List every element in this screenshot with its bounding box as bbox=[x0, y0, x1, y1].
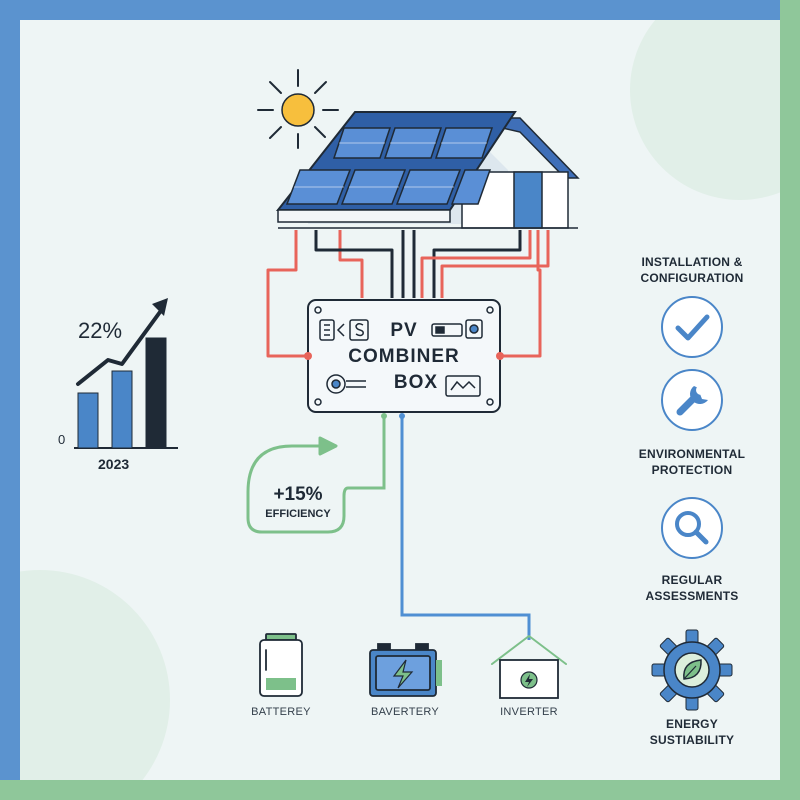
growth-percent-label: 22% bbox=[78, 318, 123, 343]
efficiency-bubble bbox=[246, 436, 349, 534]
house-door bbox=[513, 171, 543, 229]
chart-year-label: 2023 bbox=[98, 456, 130, 472]
charging-battery-icon bbox=[369, 643, 442, 697]
combiner-box bbox=[304, 299, 504, 413]
combiner-title-line3: BOX bbox=[393, 372, 439, 393]
wire-red-right-mid bbox=[420, 230, 532, 298]
wire-bundle bbox=[266, 230, 550, 358]
deco-circle-bottom-left bbox=[0, 570, 170, 800]
step-label-environmental: ENVIRONMENTAL PROTECTION bbox=[612, 446, 772, 478]
chart-bar bbox=[77, 392, 99, 449]
magnifier-icon bbox=[661, 497, 723, 559]
frame-top bbox=[0, 0, 800, 20]
efficiency-value: +15% bbox=[273, 484, 323, 505]
growth-chart bbox=[74, 298, 178, 449]
frame-left bbox=[0, 0, 20, 800]
device-label-inverter: INVERTER bbox=[500, 706, 558, 718]
step-label-line: REGULAR bbox=[661, 573, 723, 587]
device-label-battery: BATTEREY bbox=[251, 706, 311, 718]
switch-icon bbox=[445, 375, 481, 397]
home-inverter-icon bbox=[491, 635, 567, 699]
trend-arrow-head bbox=[152, 298, 168, 316]
wire-red-right-inner bbox=[440, 230, 550, 298]
wire-green-output bbox=[348, 414, 386, 490]
combiner-title-line1: PV bbox=[390, 320, 418, 341]
step-label-line: PROTECTION bbox=[651, 463, 733, 477]
battery-icon bbox=[259, 633, 303, 697]
wire-blue-output bbox=[400, 414, 531, 640]
breaker-icon bbox=[319, 319, 369, 341]
step-label-line: ENERGY bbox=[666, 717, 718, 731]
wire-red-left-outer bbox=[266, 230, 308, 358]
step-label-line: INSTALLATION & bbox=[641, 255, 743, 269]
wire-dark-4 bbox=[432, 230, 522, 298]
wrench-icon bbox=[661, 369, 723, 431]
terminal-icon bbox=[326, 374, 366, 394]
step-label-sustainability: ENERGY SUSTIABILITY bbox=[612, 716, 772, 748]
deco-circle-top-right bbox=[630, 0, 800, 200]
trend-arrow bbox=[76, 310, 162, 386]
step-label-line: ASSESSMENTS bbox=[645, 589, 739, 603]
chart-zero-label: 0 bbox=[58, 432, 66, 447]
checkmark-icon bbox=[661, 296, 723, 358]
chart-bar bbox=[145, 337, 167, 449]
step-label-installation: INSTALLATION & CONFIGURATION bbox=[612, 254, 772, 286]
step-label-line: SUSTIABILITY bbox=[649, 733, 735, 747]
wire-red-right-outer bbox=[500, 230, 542, 358]
frame-bottom bbox=[0, 780, 800, 800]
step-label-line: CONFIGURATION bbox=[640, 271, 744, 285]
sun-icon bbox=[257, 69, 339, 149]
step-label-line: ENVIRONMENTAL bbox=[638, 447, 746, 461]
house-with-solar-panels bbox=[275, 111, 580, 229]
combiner-title-line2: COMBINER bbox=[348, 346, 460, 367]
gear-leaf-icon bbox=[651, 629, 733, 711]
wire-dark-1 bbox=[314, 230, 394, 298]
combiner-box-title: PV COMBINER BOX bbox=[308, 318, 500, 396]
frame-right bbox=[780, 0, 800, 800]
chart-bar bbox=[111, 370, 133, 449]
wire-red-left-inner bbox=[338, 230, 364, 298]
fuse-icon bbox=[431, 319, 483, 339]
step-label-assessments: REGULAR ASSESSMENTS bbox=[612, 572, 772, 604]
device-label-charging-battery: BAVERTERY bbox=[370, 706, 440, 718]
efficiency-label: EFFICIENCY bbox=[265, 508, 331, 520]
